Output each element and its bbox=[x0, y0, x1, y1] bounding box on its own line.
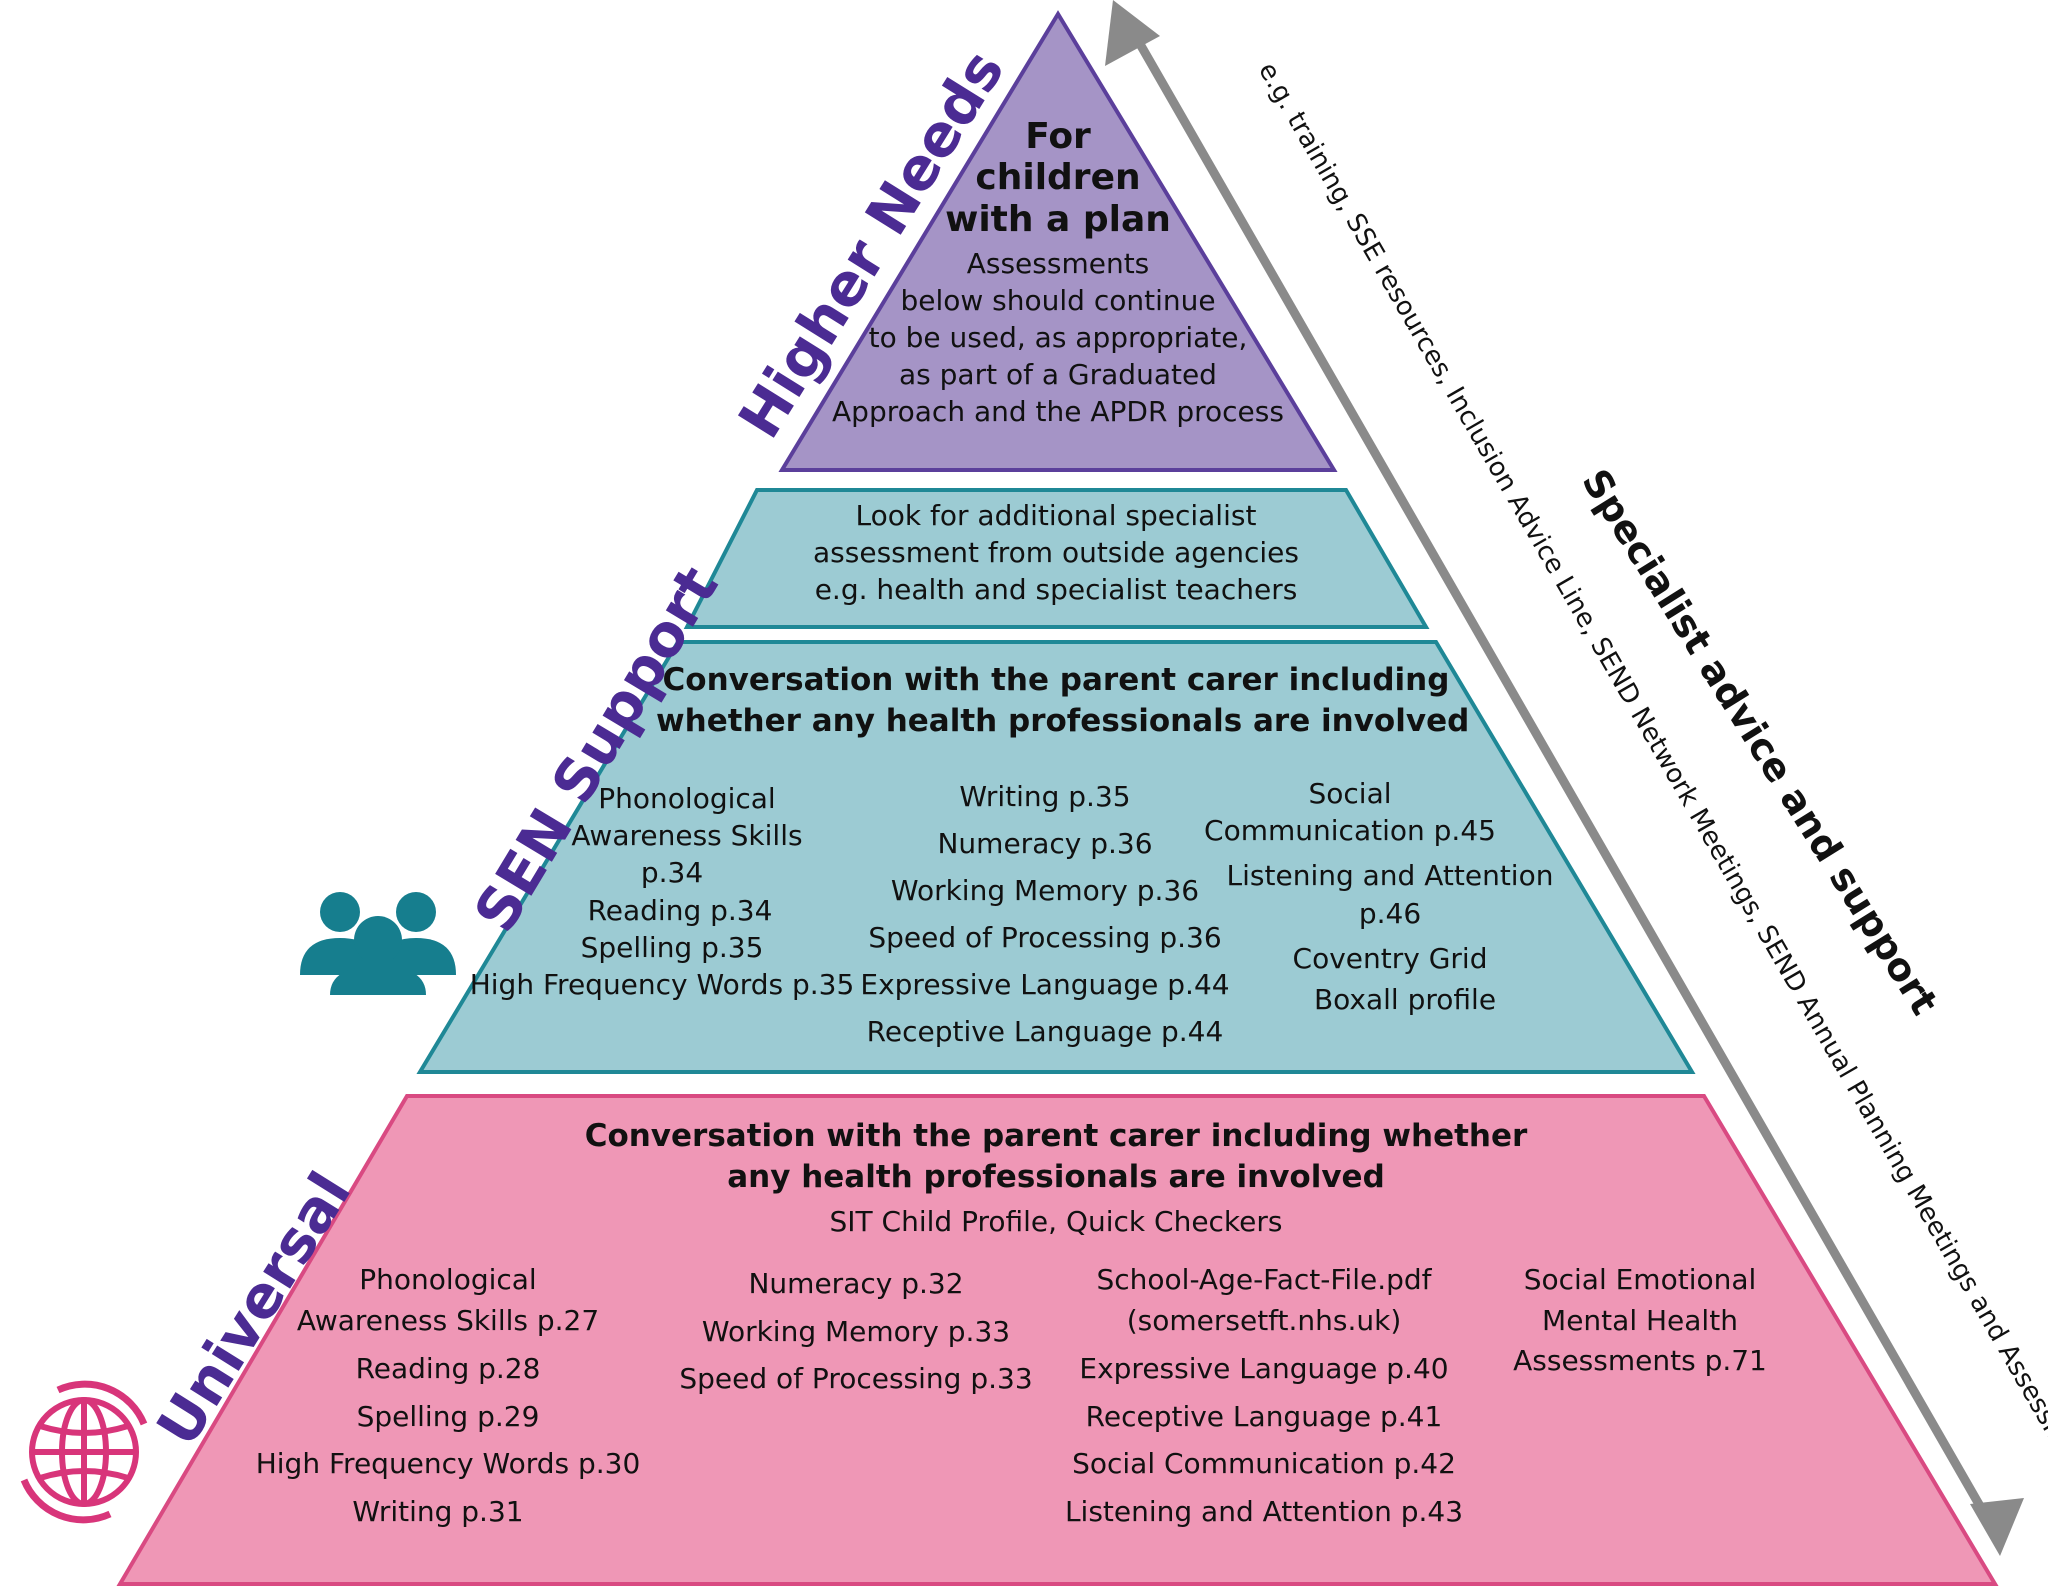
sen-support-tier bbox=[416, 640, 1696, 1074]
sen-support-title: Conversation with the parent carer inclu… bbox=[656, 662, 1470, 740]
universal-subtitle: SIT Child Profile, Quick Checkers bbox=[829, 1205, 1283, 1238]
universal-column-4: Social Emotional Mental Health Assessmen… bbox=[1513, 1263, 1767, 1378]
people-group-icon bbox=[300, 892, 456, 995]
universal-column-2: Numeracy p.32 Working Memory p.33 Speed … bbox=[679, 1267, 1033, 1396]
universal-tier bbox=[116, 1094, 1999, 1586]
higher-needs-body: Assessments below should continue to be … bbox=[832, 247, 1284, 428]
sen-support-column-2: Writing p.35 Numeracy p.36 Working Memor… bbox=[860, 780, 1230, 1049]
specialist-assessment-text: Look for additional specialist assessmen… bbox=[813, 499, 1299, 606]
universal-title: Conversation with the parent carer inclu… bbox=[584, 1118, 1528, 1196]
sen-support-column-1: Phonological Awareness Skills p.34 Readi… bbox=[469, 782, 855, 1002]
universal-column-1: Phonological Awareness Skills p.27 Readi… bbox=[255, 1263, 641, 1528]
specialist-assessment-tier bbox=[683, 488, 1430, 629]
sen-support-column-3: Social Communication p.45 Listening and … bbox=[1204, 777, 1554, 1017]
universal-column-3: School-Age-Fact-File.pdf (somersetft.nhs… bbox=[1064, 1263, 1464, 1528]
specialist-arrow bbox=[1105, 0, 2024, 1556]
globe-icon bbox=[20, 1380, 148, 1524]
higher-needs-title: For children with a plan bbox=[945, 116, 1171, 240]
higher-needs-tier bbox=[778, 10, 1338, 472]
